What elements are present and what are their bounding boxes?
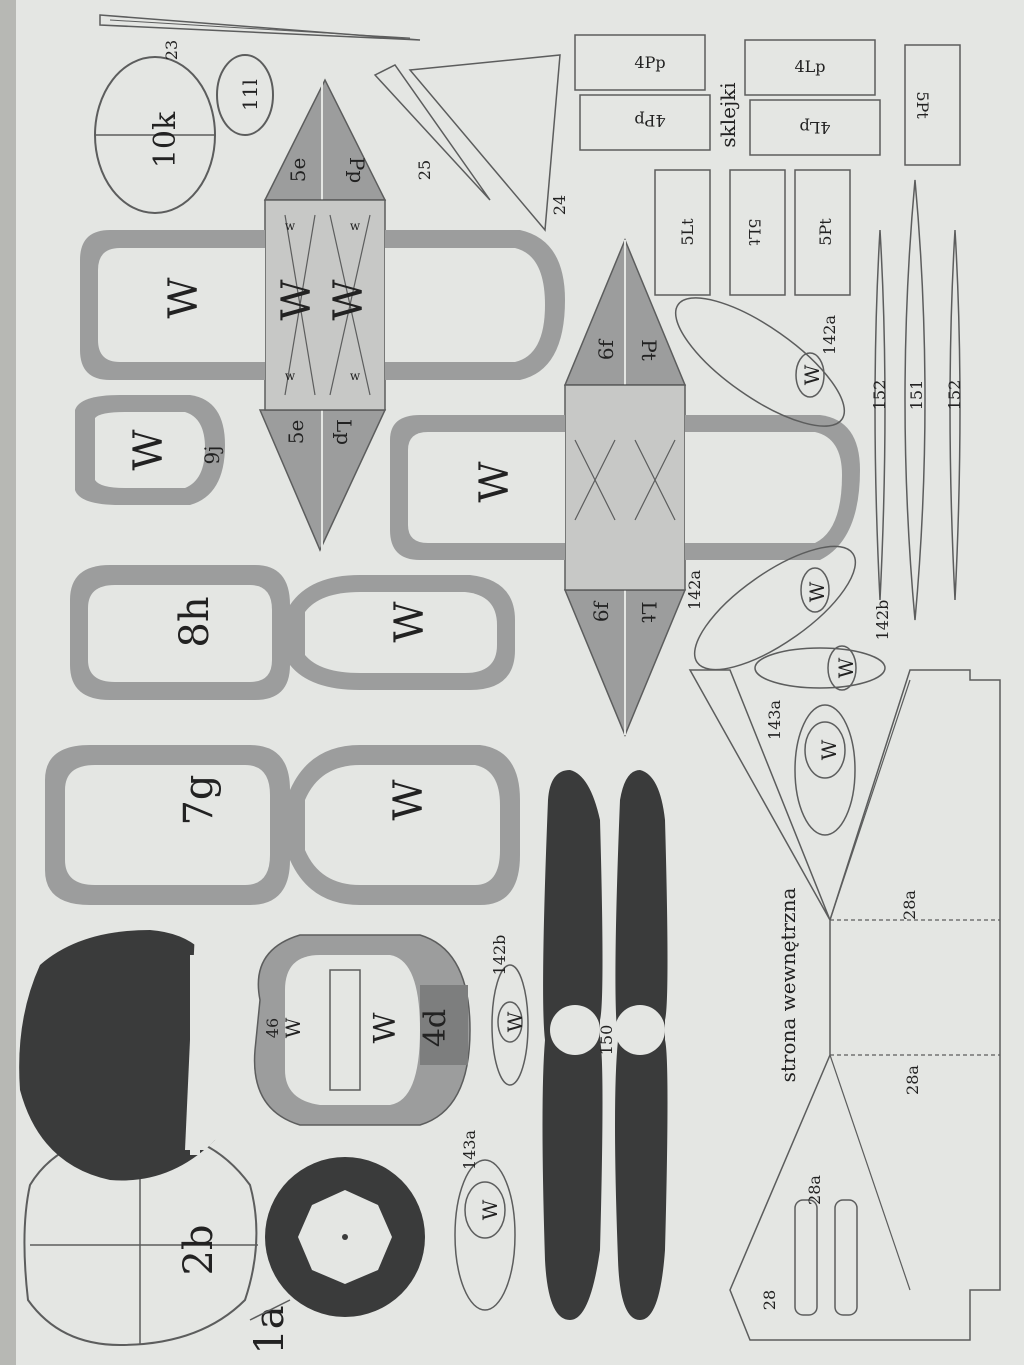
w-mark-7g: W — [386, 779, 432, 820]
w-small-4: w — [350, 369, 361, 383]
w-mark-46: W — [281, 1017, 305, 1038]
w-mark-142b-left: W — [503, 1011, 527, 1032]
label-6f-top: 6f — [594, 338, 618, 360]
label-4lp-inv: 4Lp — [799, 118, 830, 137]
part-150-propeller: 150 — [542, 770, 668, 1320]
part-142b-left: W 142b — [490, 935, 529, 1086]
label-4d: 4d — [418, 1009, 453, 1047]
part-7g: 7g W — [45, 745, 520, 905]
label-5lt-inv: 5Lt — [745, 218, 764, 246]
part-9j: W 9j — [75, 395, 225, 505]
label-143a-right: 143a — [765, 700, 784, 741]
w-mark-upper-2: W — [326, 279, 372, 320]
w-mark-frame-lower: W — [472, 461, 518, 502]
label-142a-left: 142a — [685, 570, 704, 611]
label-28a-3: 28a — [805, 1175, 824, 1205]
w-mark-8h: W — [387, 601, 433, 642]
label-strona: strona wewnętrzna — [776, 888, 800, 1083]
label-25: 25 — [415, 160, 434, 180]
w-small-1: w — [285, 219, 296, 233]
label-28a-1: 28a — [900, 890, 919, 920]
label-lt: Lt — [637, 601, 661, 622]
label-4lp: 4Lp — [794, 57, 825, 76]
part-23: 23 — [99, 14, 421, 60]
part-wing-frame-lower: W — [390, 415, 860, 560]
part-10k: 10k — [94, 56, 216, 214]
label-150: 150 — [597, 1025, 616, 1056]
label-143a-left: 143a — [460, 1130, 479, 1171]
part-143a-left: W 143a — [454, 1130, 516, 1311]
part-142a-right: W 142a — [674, 297, 846, 427]
label-4pp: 4Pp — [634, 53, 665, 72]
label-142b-left: 142b — [490, 935, 509, 976]
label-24: 24 — [550, 195, 569, 215]
w-mark-142a-left: W — [805, 581, 829, 602]
part-8h: 8h W — [70, 565, 515, 700]
label-5pt: 5Pt — [816, 218, 835, 246]
part-upper-wing-5e: W W w w w w 5e Pp 5e Lp — [258, 78, 387, 552]
label-2b: 2b — [176, 1224, 222, 1275]
part-24: 24 — [408, 54, 569, 232]
label-pp: Pp — [345, 157, 369, 183]
label-5lt: 5Lt — [678, 218, 697, 246]
part-142a-left: W 142a — [685, 545, 857, 671]
label-lp: Lp — [332, 419, 356, 445]
w-mark-upper-1: W — [274, 279, 320, 320]
label-9j: 9j — [200, 446, 224, 465]
label-142b-right: 142b — [873, 600, 892, 641]
label-28a-2: 28a — [903, 1065, 922, 1095]
w-mark-142a-right: W — [800, 364, 824, 385]
label-28: 28 — [760, 1290, 779, 1310]
w-mark-143a-left: W — [478, 1199, 502, 1220]
label-7g: 7g — [176, 774, 222, 825]
label-sklejki: sklejki — [716, 82, 740, 147]
label-142a-right: 142a — [820, 315, 839, 356]
label-4pp-inv: 4Pp — [634, 111, 665, 130]
part-lower-wing-6f: 6f Pt 6f Lt — [563, 238, 687, 737]
label-152-a: 152 — [870, 380, 889, 411]
label-46: 46 — [263, 1018, 282, 1038]
label-1a: 1a — [247, 1305, 293, 1354]
part-2b: 2b — [23, 1128, 258, 1347]
part-28-fuselage: strona wewnętrzna 28a 28a 28 28a — [688, 669, 1001, 1341]
w-mark-4d: W — [368, 1012, 403, 1043]
label-6f-bottom: 6f — [589, 600, 613, 622]
label-152-b: 152 — [945, 380, 964, 411]
part-wing-frame-upper: W — [80, 230, 565, 380]
label-5e-top: 5e — [286, 158, 310, 183]
w-mark-142b-right: W — [834, 657, 858, 678]
part-11l: 11l — [216, 54, 274, 136]
part-151-152: 152 151 152 — [870, 179, 964, 621]
part-rects: 4Pp 4Pp 4Lp 4Lp sklejki 5Lt 5Lt 5Pt 5Pt — [574, 34, 961, 296]
w-mark-9j: W — [126, 429, 172, 470]
label-8h: 8h — [172, 596, 218, 647]
label-11l: 11l — [238, 79, 262, 111]
w-mark-143a-right: W — [817, 739, 841, 760]
label-3c: 3c — [213, 1018, 237, 1042]
part-4d: 4d W 46 W — [253, 934, 471, 1126]
label-pt: Pt — [637, 339, 661, 361]
part-3c: 3c — [19, 930, 237, 1181]
w-mark-frame-upper: W — [161, 277, 207, 318]
part-142b-right: W 142b — [754, 600, 892, 691]
label-5e-bottom: 5e — [284, 420, 308, 445]
part-1a-ring — [265, 1157, 425, 1317]
w-small-2: w — [285, 369, 296, 383]
label-10k: 10k — [148, 111, 183, 168]
part-143a-right: W 143a — [765, 700, 856, 836]
label-5pt-inv: 5Pt — [913, 91, 932, 119]
part-25: 25 — [373, 64, 491, 201]
label-23: 23 — [162, 40, 181, 60]
label-151: 151 — [907, 380, 926, 411]
w-small-3: w — [350, 219, 361, 233]
